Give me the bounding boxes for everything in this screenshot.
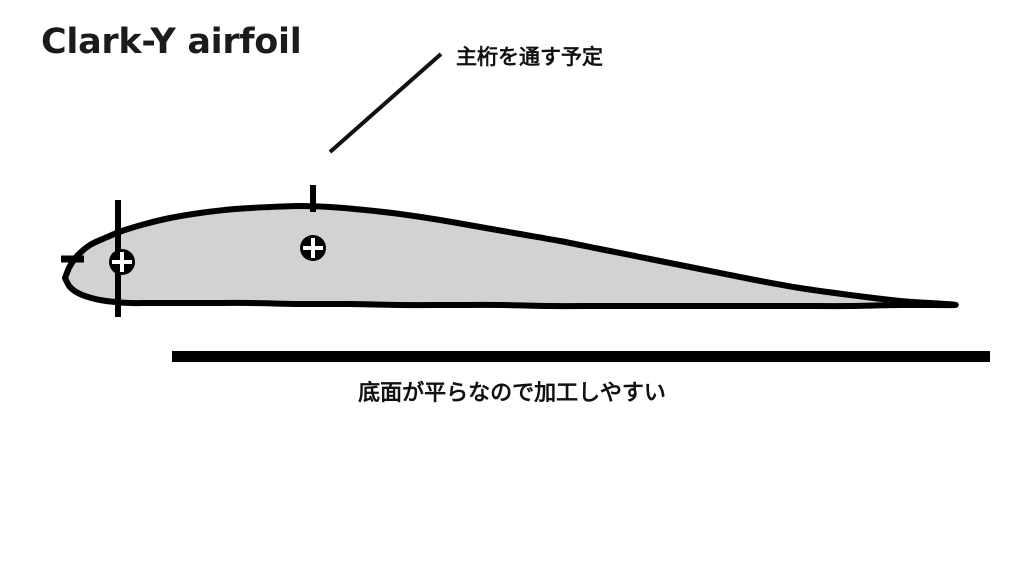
callout-leader-line — [328, 52, 443, 154]
flat-bottom-caption: 底面が平らなので加工しやすい — [358, 381, 666, 406]
spar-callout-label: 主桁を通す予定 — [456, 45, 603, 69]
main-spar-hole — [300, 235, 326, 261]
forward-spar-hole — [109, 249, 135, 275]
page-title: Clark-Y airfoil — [41, 22, 302, 62]
airfoil-cross-section — [62, 203, 959, 310]
spar-hole-markers — [109, 235, 326, 275]
flat-bottom-reference-bar — [172, 351, 990, 362]
